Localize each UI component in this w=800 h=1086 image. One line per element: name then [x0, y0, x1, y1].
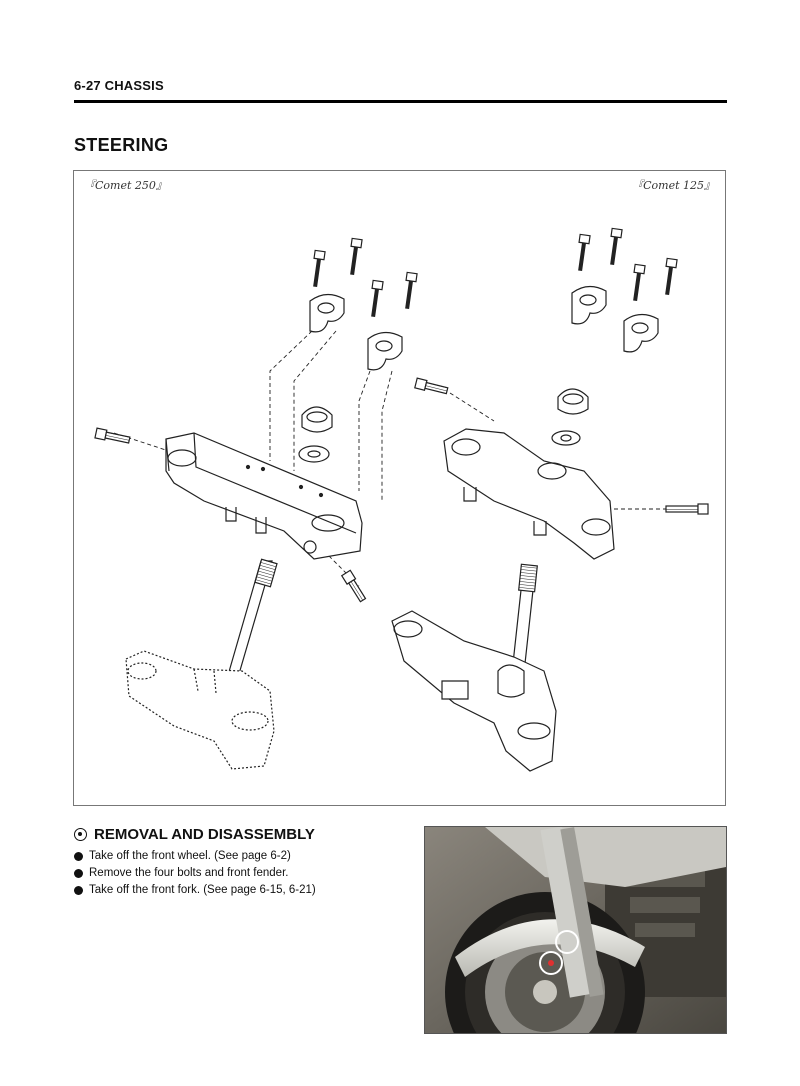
right-model-label: 『Comet 125』	[632, 179, 715, 192]
top-bolt-right	[414, 377, 449, 395]
side-bolt-right	[665, 503, 709, 515]
list-item: Take off the front fork. (See page 6-15,…	[74, 882, 414, 899]
lower-bracket-left	[125, 650, 275, 770]
bullet-icon	[74, 886, 83, 895]
pinch-bolt-left	[94, 427, 131, 444]
removal-target-icon	[74, 828, 87, 841]
upper-bracket-left	[165, 432, 363, 560]
header-rule	[74, 100, 727, 103]
removal-title-row: REMOVAL AND DISASSEMBLY	[74, 826, 414, 843]
steering-parts-drawing	[94, 227, 709, 772]
stem-nut-left	[298, 406, 333, 463]
list-item: Remove the four bolts and front fender.	[74, 865, 414, 882]
list-item: Take off the front wheel. (See page 6-2)	[74, 848, 414, 865]
removal-title: REMOVAL AND DISASSEMBLY	[94, 826, 315, 843]
page-reference: 6-27 CHASSIS	[74, 78, 164, 93]
step-text: Take off the front fork. (See page 6-15,…	[89, 884, 316, 896]
handlebar-bolts-left	[313, 237, 418, 318]
handlebar-holders-right	[571, 285, 659, 353]
removal-disassembly-section: REMOVAL AND DISASSEMBLY Take off the fro…	[74, 826, 414, 899]
bullet-icon	[74, 869, 83, 878]
step-text: Take off the front wheel. (See page 6-2)	[89, 850, 291, 862]
bullet-icon	[74, 852, 83, 861]
front-wheel-photo-art	[425, 827, 726, 1033]
section-title: STEERING	[74, 135, 169, 155]
steering-stem-left	[223, 558, 278, 692]
handlebar-holders-left	[309, 293, 403, 371]
handlebar-bolts-right	[578, 227, 678, 302]
upper-bracket-right	[443, 428, 615, 560]
front-wheel-photo	[424, 826, 727, 1034]
step-text: Remove the four bolts and front fender.	[89, 867, 289, 879]
steering-exploded-diagram: 『Comet 250』 『Comet 125』	[73, 170, 726, 806]
assembly-guide-lines-right	[449, 392, 666, 510]
lower-bracket-right	[391, 610, 557, 772]
left-model-label: 『Comet 250』	[84, 179, 167, 192]
stem-nut-right	[551, 388, 589, 446]
lower-pinch-bolt-left	[340, 569, 367, 603]
